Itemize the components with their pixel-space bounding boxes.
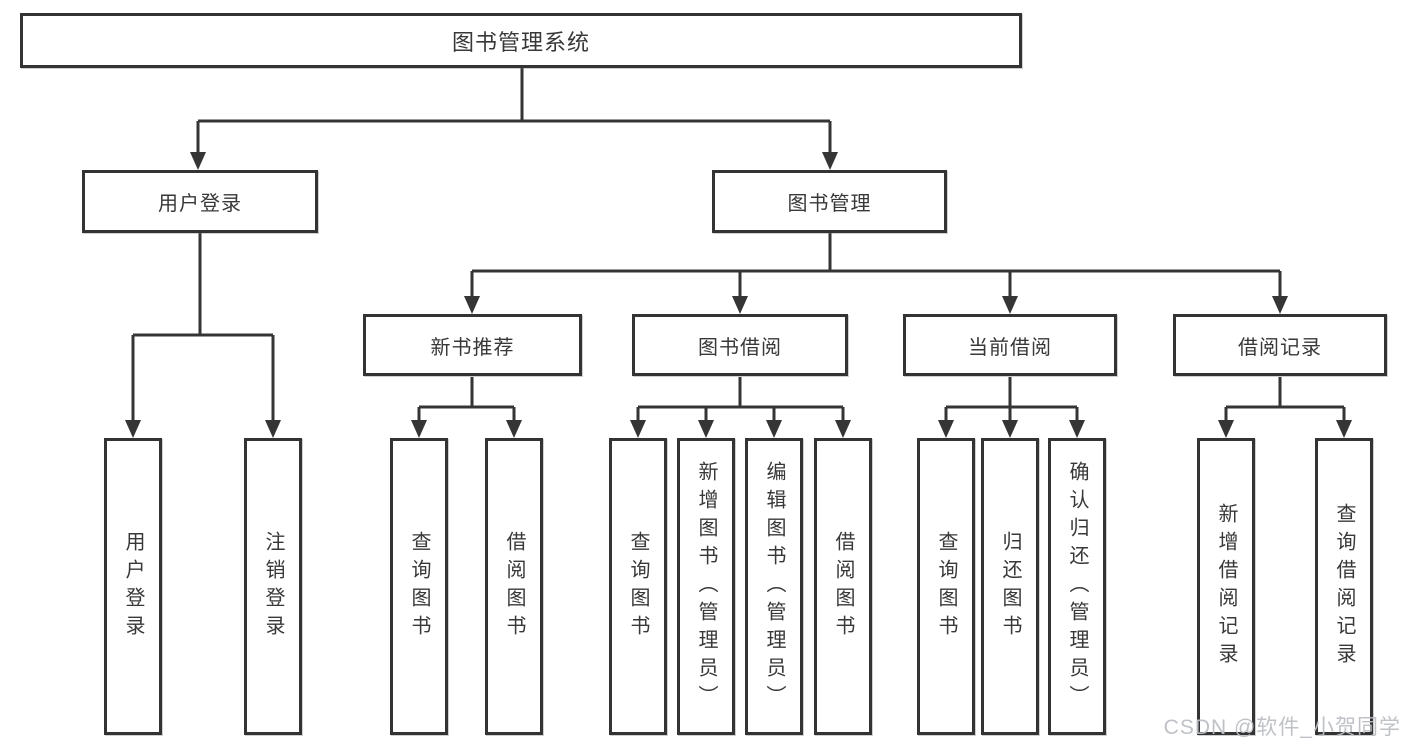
connector-user-login-children: [125, 233, 281, 438]
leaf-borrow-edit-books-admin: 编辑图书（管理员）: [745, 438, 803, 735]
node-new-book-recommend: 新书推荐: [363, 314, 582, 376]
connector-newbook-children: [411, 377, 522, 438]
leaf-borrow-query-books: 查询图书: [609, 438, 667, 735]
node-book-borrow: 图书借阅: [632, 314, 848, 376]
connector-root-to-level2: [190, 68, 838, 170]
node-book-management: 图书管理: [712, 170, 947, 233]
csdn-watermark: CSDN @软件_小贺同学: [1163, 716, 1401, 739]
leaf-borrow-add-books-admin: 新增图书（管理员）: [677, 438, 735, 735]
leaf-record-query-borrow-record: 查询借阅记录: [1315, 438, 1373, 735]
leaf-record-add-borrow-record: 新增借阅记录: [1197, 438, 1255, 735]
node-root-system: 图书管理系统: [20, 13, 1022, 68]
node-current-borrow: 当前借阅: [903, 314, 1117, 376]
node-borrow-records: 借阅记录: [1173, 314, 1387, 376]
leaf-current-query-books: 查询图书: [917, 438, 975, 735]
leaf-newbook-query-books: 查询图书: [390, 438, 448, 735]
connector-record-children: [1218, 377, 1352, 438]
leaf-logout-login: 注销登录: [244, 438, 302, 735]
node-user-login: 用户登录: [82, 170, 318, 233]
leaf-borrow-borrow-books: 借阅图书: [814, 438, 872, 735]
leaf-newbook-borrow-books: 借阅图书: [485, 438, 543, 735]
connector-current-children: [938, 377, 1085, 438]
connector-book-mgmt-children: [464, 233, 1288, 314]
leaf-user-login: 用户登录: [104, 438, 162, 735]
leaf-current-confirm-return-admin: 确认归还（管理员）: [1048, 438, 1106, 735]
connector-borrow-children: [630, 377, 851, 438]
leaf-current-return-books: 归还图书: [981, 438, 1039, 735]
